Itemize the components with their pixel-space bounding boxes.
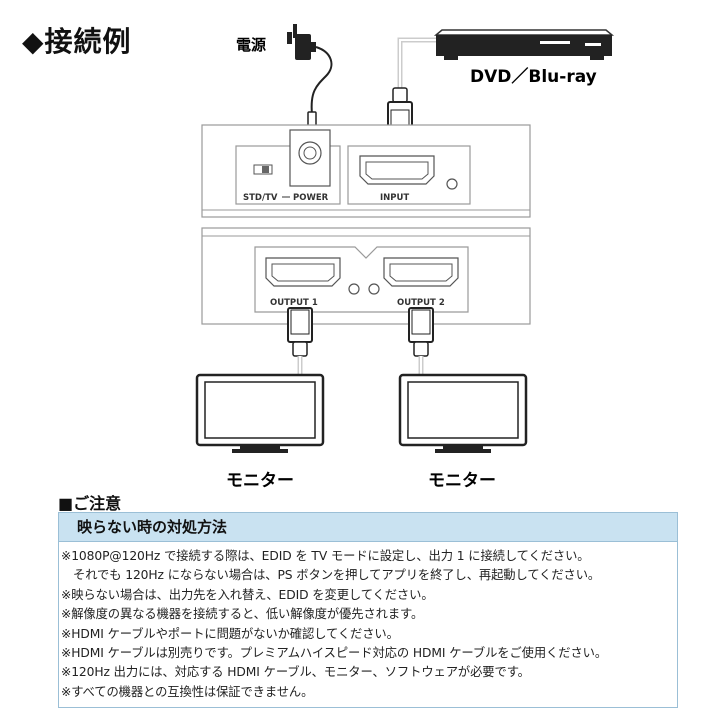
monitor-1-label: モニター xyxy=(226,471,294,490)
output1-port-label: OUTPUT 1 xyxy=(270,298,318,308)
splitter-output-panel xyxy=(201,227,531,325)
dvd-player-icon xyxy=(433,29,615,60)
output2-port-label: OUTPUT 2 xyxy=(397,298,445,308)
note-item: ※HDMI ケーブルは別売りです。プレミアムハイスピード対応の HDMI ケーブ… xyxy=(61,646,608,661)
note-item: ※すべての機器との互換性は保証できません。 xyxy=(61,684,314,699)
power-adapter-icon xyxy=(287,24,316,60)
note-item: ※120Hz 出力には、対応する HDMI ケーブル、モニター、ソフトウェアが必… xyxy=(61,665,530,680)
notes-box-title: 映らない時の対処方法 xyxy=(59,513,677,542)
note-item: ※HDMI ケーブルやポートに問題がないか確認してください。 xyxy=(61,626,399,641)
note-item: それでも 120Hz にならない場合は、PS ボタンを押してアプリを終了し、再起… xyxy=(73,568,601,583)
notes-box: 映らない時の対処方法 ※1080P@120Hz で接続する際は、EDID を T… xyxy=(58,512,678,708)
input-port-label: INPUT xyxy=(380,193,409,203)
player-label: DVD／Blu-ray xyxy=(470,66,597,87)
monitor-2-icon xyxy=(398,373,528,453)
input-cable-outer xyxy=(397,37,436,90)
power-source-label: 電源 xyxy=(236,36,266,54)
note-item: ※解像度の異なる機器を接続すると、低い解像度が優先されます。 xyxy=(61,607,424,622)
power-cable xyxy=(310,46,333,115)
std-tv-label: STD/TV xyxy=(243,193,278,203)
hdmi-plug-output2-icon xyxy=(408,307,434,357)
monitor-2-label: モニター xyxy=(428,471,496,490)
note-item: ※1080P@120Hz で接続する際は、EDID を TV モードに設定し、出… xyxy=(61,549,590,563)
power-port-label: POWER xyxy=(293,193,329,203)
notes-heading: ■ご注意 xyxy=(58,494,122,513)
notes-list: ※1080P@120Hz で接続する際は、EDID を TV モードに設定し、出… xyxy=(59,542,677,702)
note-item: ※映らない場合は、出力先を入れ替え、EDID を変更してください。 xyxy=(61,587,434,602)
page-title: ◆接続例 xyxy=(22,25,132,58)
splitter-input-panel xyxy=(201,124,531,218)
diagram-canvas: 電源 DVD／Blu-ray xyxy=(195,24,615,490)
monitor-1-icon xyxy=(195,373,325,453)
hdmi-plug-output1-icon xyxy=(287,307,313,357)
